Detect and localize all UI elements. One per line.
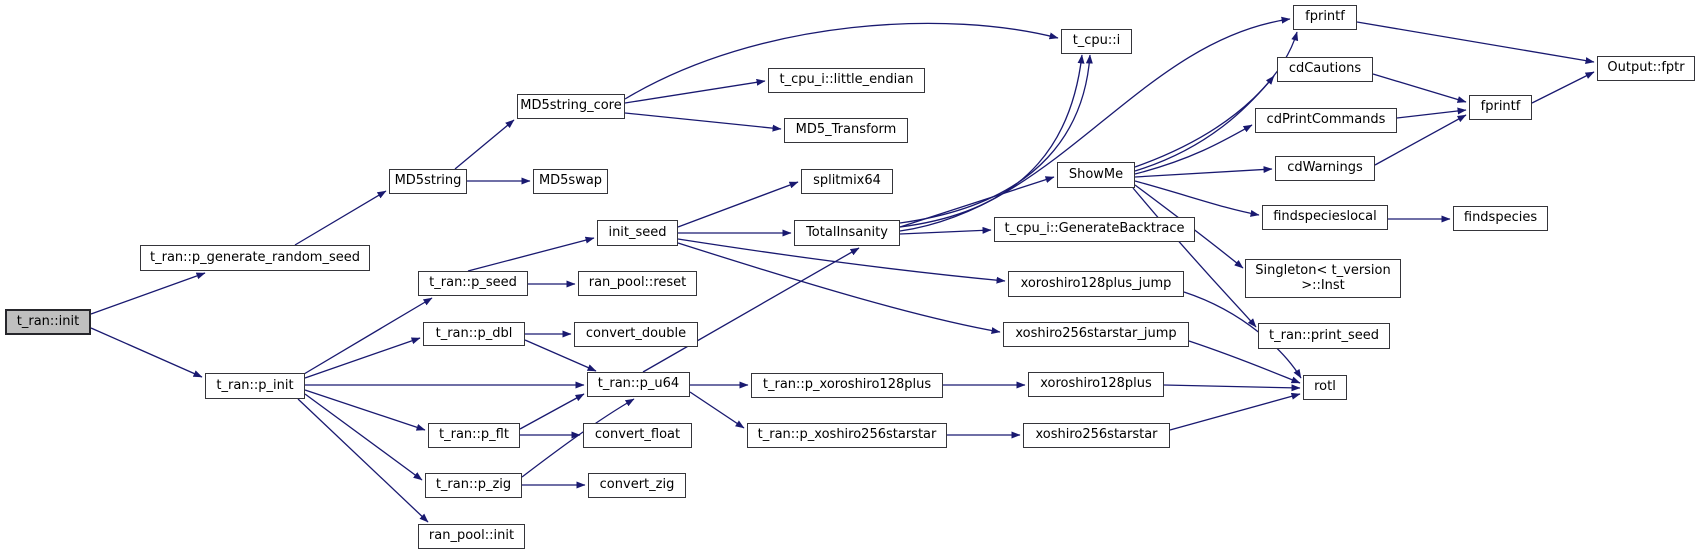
node-p-x256[interactable]: t_ran::p_xoshiro256starstar — [747, 423, 947, 448]
edge-init_seed-to-x256_jump — [677, 242, 1001, 334]
edge-showme-to-cdwarnings — [1134, 166, 1273, 178]
edge-p_init-to-p_zig — [304, 393, 423, 481]
node-totalinsanity[interactable]: TotalInsanity — [794, 220, 900, 246]
node-output-fptr[interactable]: Output::fptr — [1597, 56, 1695, 81]
node-showme[interactable]: ShowMe — [1057, 162, 1135, 188]
edge-showme-to-fprintf_1 — [1134, 31, 1299, 168]
node-singleton-inst[interactable]: Singleton< t_version >::Inst — [1245, 259, 1401, 298]
node-rotl[interactable]: rotl — [1303, 375, 1347, 400]
edge-totalinsanity-to-generate_backtrace — [899, 226, 992, 235]
edge-p_dbl-to-p_u64 — [524, 339, 597, 372]
edge-showme-to-singleton_inst — [1134, 184, 1244, 269]
node-x256[interactable]: xoshiro256starstar — [1023, 423, 1170, 448]
node-print-seed[interactable]: t_ran::print_seed — [1258, 323, 1390, 349]
edge-cdwarnings-to-fprintf_2 — [1374, 114, 1467, 166]
edge-md5string_core-to-little_endian — [624, 78, 766, 104]
node-p-zig[interactable]: t_ran::p_zig — [425, 473, 522, 498]
node-convert-float[interactable]: convert_float — [583, 423, 692, 448]
node-init-seed[interactable]: init_seed — [597, 220, 678, 246]
node-x128[interactable]: xoroshiro128plus — [1028, 372, 1164, 397]
edge-md5string-to-md5string_core — [454, 119, 515, 170]
edge-fprintf_1-to-output_fptr — [1356, 21, 1595, 65]
node-p-x128[interactable]: t_ran::p_xoroshiro128plus — [751, 373, 943, 398]
node-p-flt[interactable]: t_ran::p_flt — [428, 423, 520, 448]
edge-showme-to-cdprintcommands — [1134, 124, 1253, 175]
edge-totalinsanity-to-fprintf_1 — [899, 16, 1291, 232]
node-fprintf-1[interactable]: fprintf — [1293, 5, 1357, 30]
node-findspecies[interactable]: findspecies — [1453, 206, 1548, 231]
edge-p_init-to-p_flt — [304, 389, 426, 431]
node-fprintf-2[interactable]: fprintf — [1469, 95, 1532, 120]
edge-totalinsanity-to-t_cpu_i — [899, 54, 1093, 224]
edge-totalinsanity-to-showme — [899, 176, 1055, 228]
node-cdcautions[interactable]: cdCautions — [1277, 57, 1373, 82]
edge-cdcautions-to-fprintf_2 — [1372, 73, 1467, 103]
edge-x256_jump-to-rotl — [1188, 340, 1301, 384]
edge-p_init-to-ran_pool_init — [297, 398, 429, 523]
node-md5-transform[interactable]: MD5_Transform — [784, 118, 908, 143]
node-p-seed[interactable]: t_ran::p_seed — [418, 271, 528, 296]
edge-p_u64-to-totalinsanity — [642, 247, 860, 373]
node-convert-zig[interactable]: convert_zig — [588, 473, 686, 498]
node-p-generate-random-seed[interactable]: t_ran::p_generate_random_seed — [140, 245, 370, 271]
edge-totalinsanity-to-t_cpu_i — [899, 54, 1085, 228]
edge-md5string_core-to-md5_transform — [624, 112, 782, 132]
edge-p_flt-to-p_u64 — [519, 393, 585, 430]
node-ran-pool-init[interactable]: ran_pool::init — [418, 524, 525, 549]
node-md5swap[interactable]: MD5swap — [533, 169, 608, 194]
edge-p_init-to-p_seed — [303, 297, 433, 375]
node-cdprintcommands[interactable]: cdPrintCommands — [1255, 108, 1397, 133]
edge-showme-to-findspecieslocal — [1134, 180, 1260, 217]
edge-p_zig-to-p_u64 — [521, 398, 635, 478]
edge-init_seed-to-x128_jump — [677, 238, 1006, 284]
node-t-ran-init[interactable]: t_ran::init — [5, 309, 91, 335]
edge-t_ran_init-to-p_generate_random_seed — [90, 272, 206, 315]
node-cdwarnings[interactable]: cdWarnings — [1275, 156, 1375, 181]
edge-showme-to-cdcautions — [1134, 75, 1275, 172]
edge-p_generate_random_seed-to-md5string — [294, 190, 387, 246]
node-p-dbl[interactable]: t_ran::p_dbl — [423, 322, 525, 346]
node-p-u64[interactable]: t_ran::p_u64 — [587, 372, 690, 397]
node-ran-pool-reset[interactable]: ran_pool::reset — [578, 271, 697, 296]
node-md5string-core[interactable]: MD5string_core — [517, 94, 625, 119]
node-md5string[interactable]: MD5string — [389, 169, 467, 194]
node-x128-jump[interactable]: xoroshiro128plus_jump — [1008, 271, 1184, 297]
edge-p_init-to-p_dbl — [304, 337, 421, 379]
edge-showme-to-print_seed — [1132, 187, 1257, 328]
edge-t_ran_init-to-p_init — [90, 327, 203, 378]
node-convert-double[interactable]: convert_double — [574, 322, 698, 347]
edge-p_u64-to-p_x256 — [689, 391, 745, 429]
node-p-init[interactable]: t_ran::p_init — [205, 373, 305, 399]
node-generate-backtrace[interactable]: t_cpu_i::GenerateBacktrace — [994, 217, 1195, 242]
edge-cdprintcommands-to-fprintf_2 — [1396, 107, 1467, 119]
edge-x256-to-rotl — [1169, 392, 1301, 431]
node-x256-jump[interactable]: xoshiro256starstar_jump — [1003, 322, 1189, 347]
node-findspecieslocal[interactable]: findspecieslocal — [1262, 205, 1388, 230]
edge-x128-to-rotl — [1163, 384, 1301, 392]
node-little-endian[interactable]: t_cpu_i::little_endian — [768, 68, 925, 93]
node-splitmix64[interactable]: splitmix64 — [801, 169, 893, 194]
node-t-cpu-i[interactable]: t_cpu::i — [1061, 29, 1132, 54]
edge-p_seed-to-init_seed — [467, 236, 595, 272]
edge-init_seed-to-splitmix64 — [677, 181, 799, 228]
edge-md5string_core-to-t_cpu_i — [624, 22, 1059, 100]
edge-fprintf_2-to-output_fptr — [1531, 71, 1595, 104]
